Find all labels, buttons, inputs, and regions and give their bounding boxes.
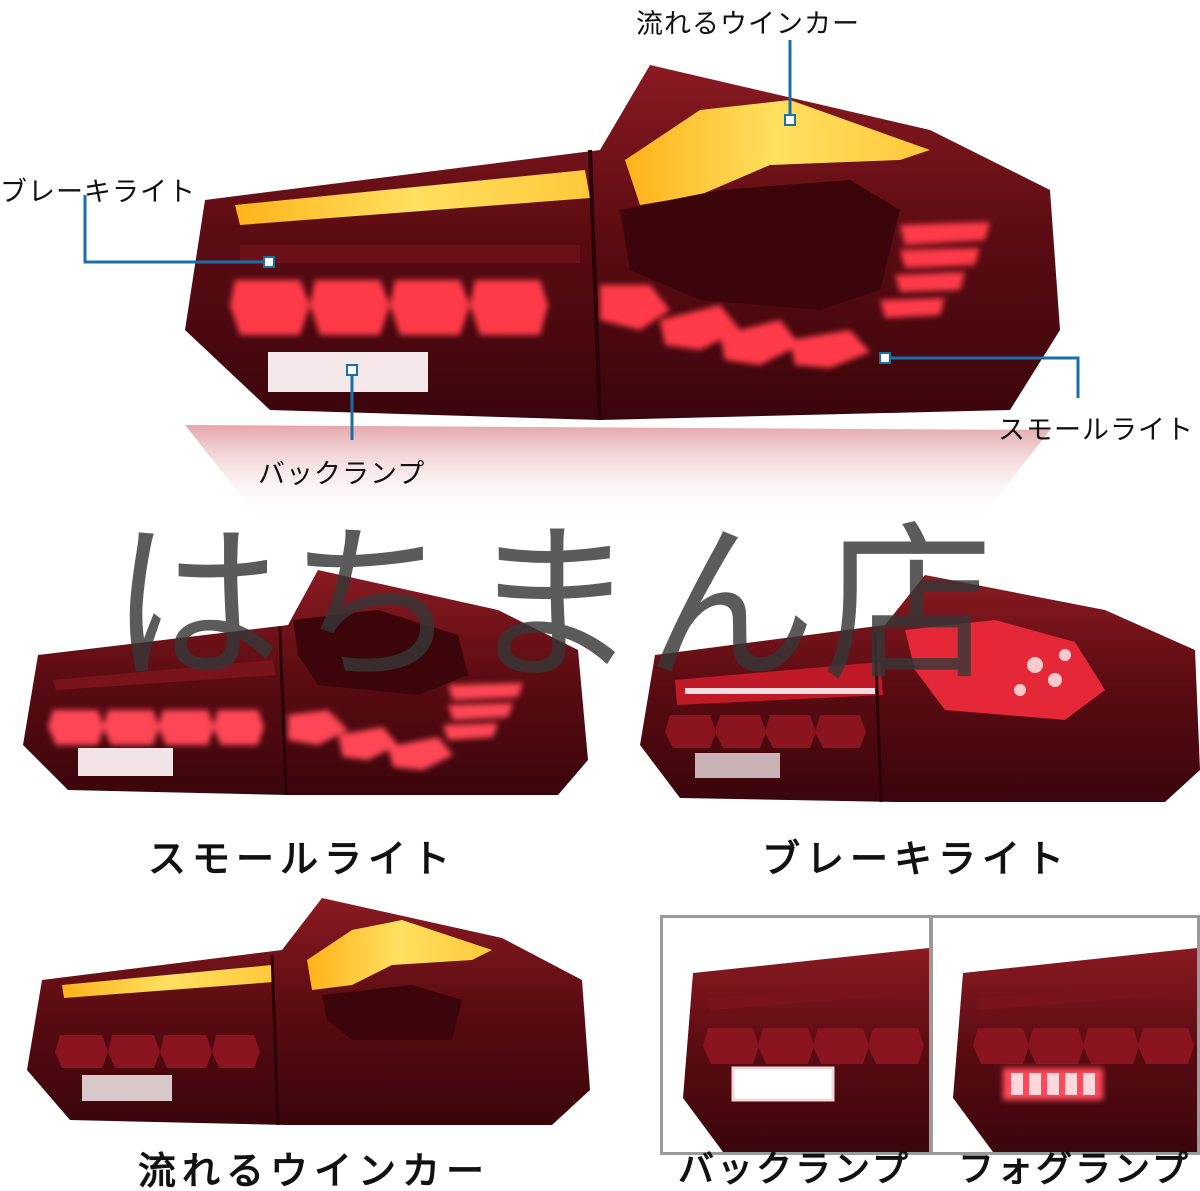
brake-light-lamp-image [640,575,1200,803]
turn-signal-lamp-image [27,898,590,1126]
fog-lamp-frame [930,915,1200,1155]
callout-small-light: スモールライト [998,415,1194,446]
callout-brake-light: ブレーキライト [0,177,196,208]
caption-fog-lamp: フォグランプ [958,1148,1191,1190]
fog-lamp-lamp-image [953,948,1197,1152]
back-lamp-lamp-image [683,948,929,1152]
caption-brake-light: ブレーキライト [762,836,1071,881]
hero-tail-lamp-image [185,65,1060,520]
caption-small-light: スモールライト [148,836,457,881]
caption-back-lamp: バックランプ [678,1148,911,1190]
callout-turn-signal: 流れるウインカー [636,9,860,40]
callout-back-lamp: バックランプ [258,459,426,490]
callout-lines [83,40,1080,440]
caption-turn-signal: 流れるウインカー [138,1148,491,1191]
small-light-lamp-image [23,570,588,796]
